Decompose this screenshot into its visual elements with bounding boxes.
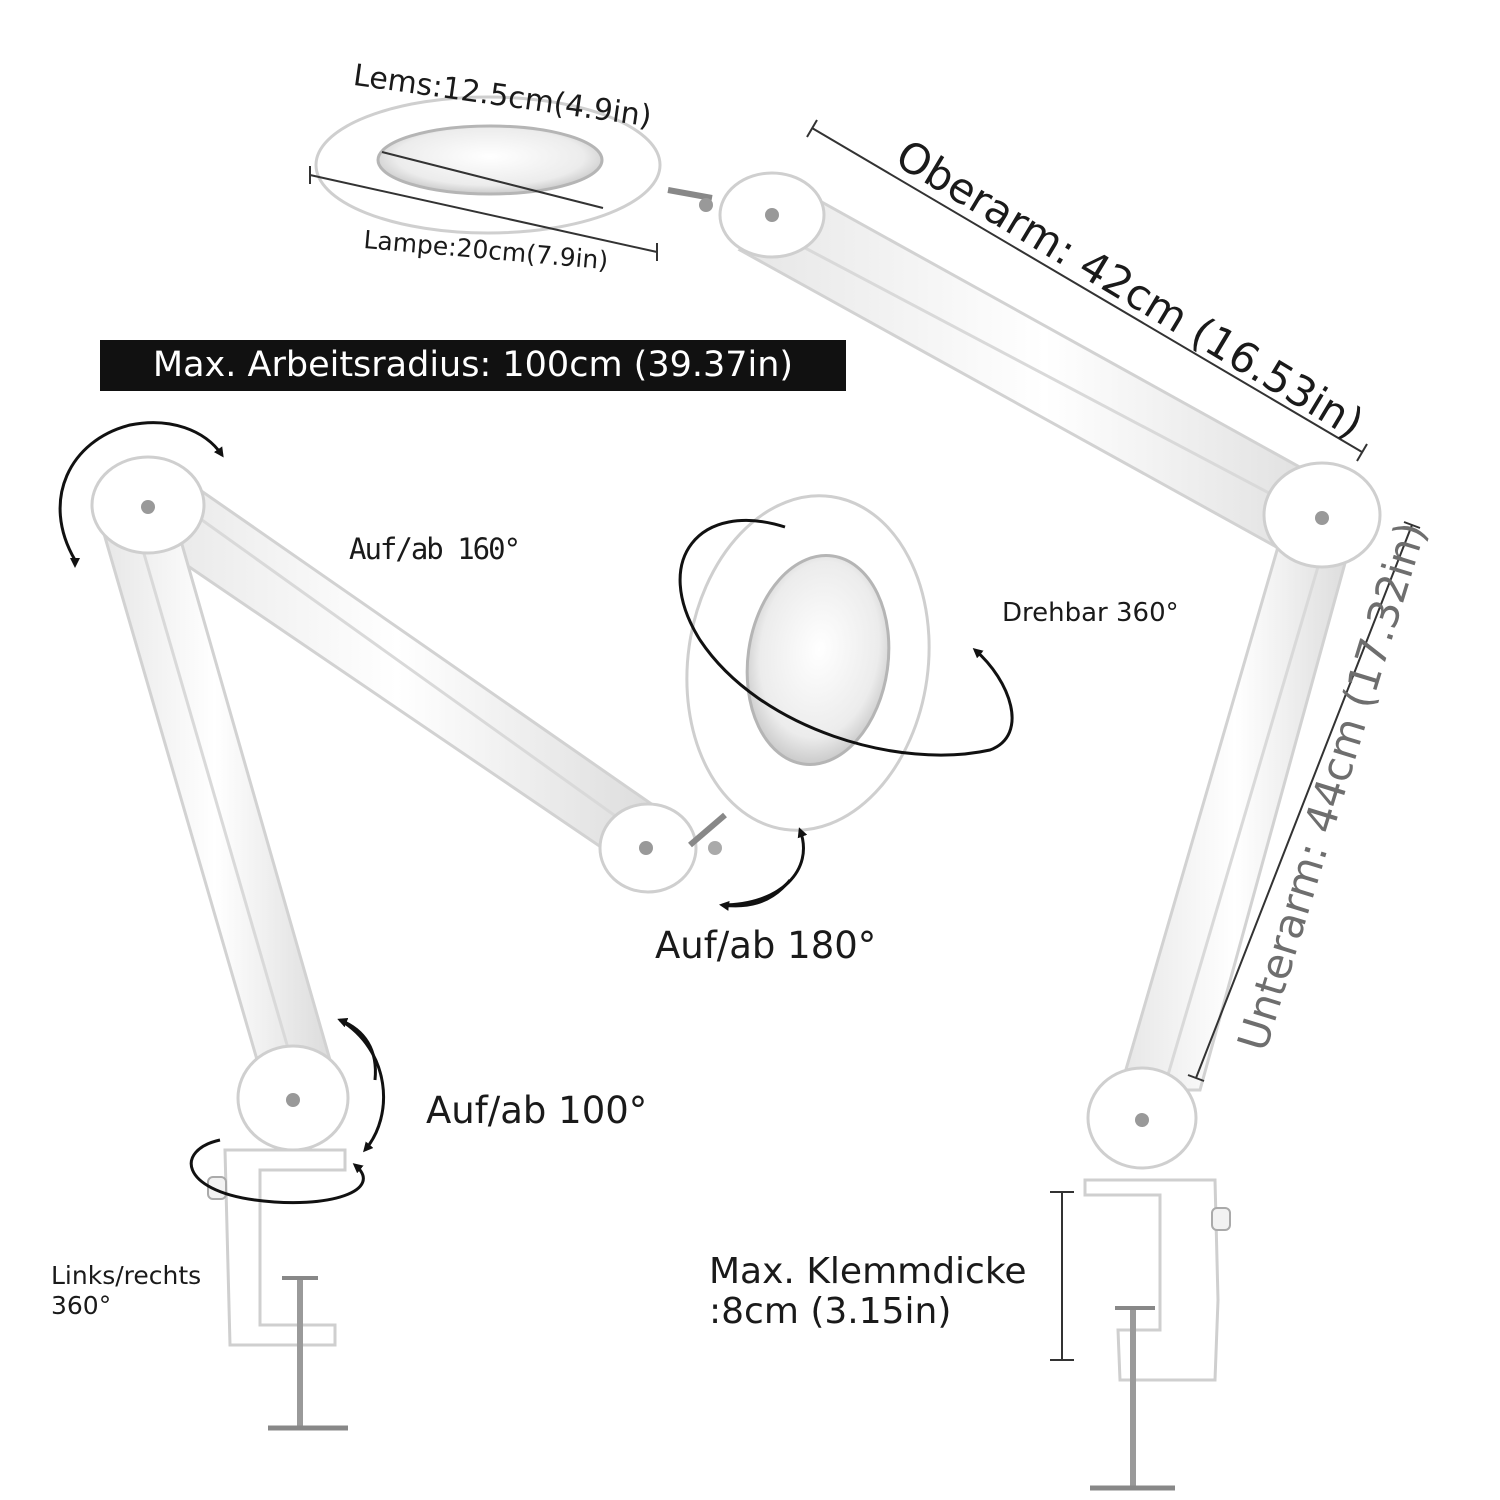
left-right-line2: 360° [51,1291,112,1320]
up-down-180-label: Auf/ab 180° [655,924,877,967]
clamp-thickness-dimension-line [1050,1191,1074,1361]
max-clamp-line2: :8cm (3.15in) [709,1291,952,1332]
left-base-joint [236,1044,350,1152]
top-lamp-head [314,95,713,235]
base-tilt-arrow-100 [337,1017,385,1153]
left-head-joint [598,802,727,894]
upper-arm-dimension-line [806,119,1368,462]
max-clamp-thickness-label: Max. Klemmdicke :8cm (3.15in) [709,1252,1027,1332]
rotatable-360-label: Drehbar 360° [1002,598,1179,628]
elbow-rotation-arrow [58,421,224,568]
up-down-160-label: Auf/ab 160° [349,532,521,566]
forearm-dimension-line [1187,521,1421,1082]
head-tilt-arrow-180 [719,827,808,911]
left-right-360-label: Links/rechts 360° [51,1261,201,1321]
max-working-radius-badge: Max. Arbeitsradius: 100cm (39.37in) [100,340,846,391]
left-clamp [207,1148,348,1431]
upper-arm-right [718,171,1353,562]
head-rotation-arrow-360 [678,518,1014,757]
top-lens-dimension-line [381,151,604,209]
max-clamp-line1: Max. Klemmdicke [709,1251,1027,1292]
left-elbow-joint [90,455,206,555]
left-lamp-head [685,494,931,832]
right-clamp [1083,1178,1231,1491]
up-down-100-label: Auf/ab 100° [426,1089,648,1132]
forearm-right [1086,461,1382,1170]
left-right-line1: Links/rechts [51,1261,202,1290]
base-swivel-arrow-360 [189,1138,365,1205]
top-lamp-dimension-line [309,166,658,261]
